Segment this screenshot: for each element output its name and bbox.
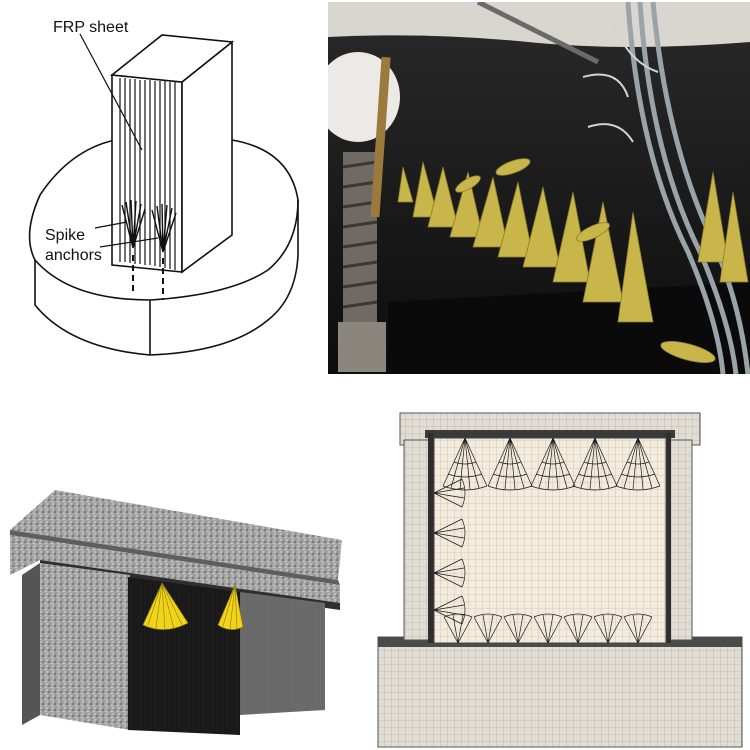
column-top — [109, 34, 235, 83]
frp-sheet-gray — [240, 592, 325, 715]
fe-mesh — [377, 412, 743, 748]
wall-pier — [22, 563, 40, 725]
model-render-panel — [0, 385, 355, 750]
mesh-footing — [377, 636, 743, 748]
fe-mesh-panel — [370, 405, 750, 750]
slab-front-face — [10, 530, 340, 585]
spike-anchors-label-line2: anchors — [45, 247, 102, 264]
frp-sheet-black — [128, 577, 240, 735]
column-front — [111, 74, 183, 273]
sketch-drawing: FRP sheet Spike anchors — [28, 19, 299, 356]
spike-anchors — [121, 199, 177, 300]
frp-sheet-label: FRP sheet — [53, 19, 129, 36]
anchor-leader-1 — [94, 221, 128, 229]
sketch-panel: FRP sheet Spike anchors — [0, 0, 320, 375]
model-render — [10, 490, 342, 735]
anchor-leader-2 — [99, 237, 159, 248]
frp-sheet-leader — [79, 33, 143, 151]
mesh-left-pier — [403, 439, 433, 641]
footing-side — [34, 200, 299, 356]
photo-image — [328, 2, 750, 374]
slab-top-face — [10, 490, 342, 580]
fiber-anchor-fans — [397, 158, 749, 363]
photo-panel — [328, 2, 750, 374]
spike-anchors-label-line1: Spike — [45, 227, 85, 244]
mesh-anchor-fans — [433, 437, 661, 644]
